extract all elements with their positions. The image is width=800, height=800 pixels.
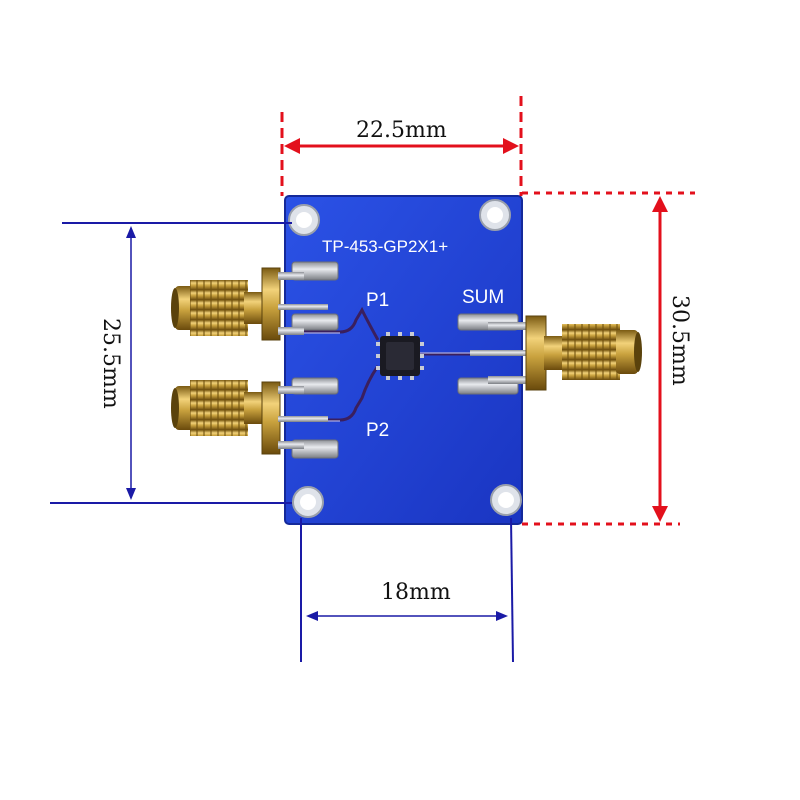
mounting-hole-bottom-left [292,486,324,518]
dimension-left-height-label: 25.5mm [98,318,123,409]
dimension-bottom-spacing: 18mm [300,517,514,663]
mounting-hole-bottom-right [490,484,522,516]
pcb-board: TP-453-GP2X1+ P1 P2 SUM [284,195,523,525]
port2-label: P2 [366,420,389,441]
part-number-label: TP-453-GP2X1+ [322,237,448,256]
mounting-hole-top-right [479,199,511,231]
splitter-ic-chip [376,332,424,380]
dimension-right-height: 30.5mm [522,191,695,526]
dimension-top-width: 22.5mm [280,96,523,196]
dimension-left-height: 25.5mm [50,222,292,504]
sma-connector-sum [470,315,642,391]
sum-label: SUM [462,287,504,308]
sma-connector-p1 [171,267,328,341]
dimension-top-width-label: 22.5mm [356,118,447,143]
solder-pads [291,261,519,459]
port1-label: P1 [366,290,389,311]
sma-connector-p2 [171,380,328,455]
dimension-right-height-label: 30.5mm [667,295,692,386]
mounting-hole-top-left [288,204,320,236]
dimension-bottom-spacing-label: 18mm [381,580,451,605]
